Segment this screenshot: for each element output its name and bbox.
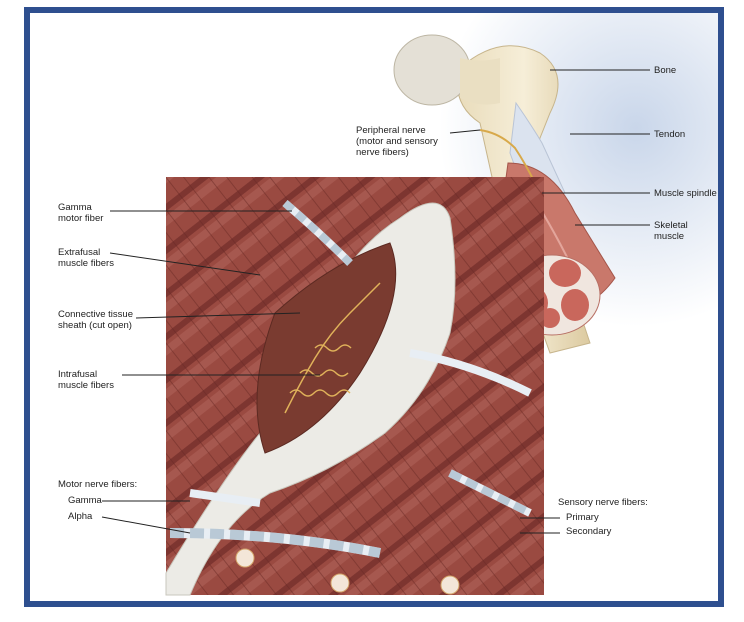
label-alpha: Alpha xyxy=(68,511,92,522)
label-motor-nerve-fibers: Motor nerve fibers: xyxy=(58,479,137,490)
label-extrafusal: Extrafusal muscle fibers xyxy=(58,247,114,269)
label-gamma: Gamma xyxy=(68,495,102,506)
label-bone: Bone xyxy=(654,65,676,76)
label-intrafusal: Intrafusal muscle fibers xyxy=(58,369,114,391)
label-connective-tissue: Connective tissue sheath (cut open) xyxy=(58,309,133,331)
label-secondary: Secondary xyxy=(566,526,611,537)
label-muscle-spindle: Muscle spindle xyxy=(654,188,717,199)
label-skeletal-muscle: Skeletal muscle xyxy=(654,220,718,242)
magnified-panel xyxy=(166,177,544,595)
label-primary: Primary xyxy=(566,512,599,523)
label-sensory-nerve-fibers: Sensory nerve fibers: xyxy=(558,497,648,508)
label-peripheral-nerve: Peripheral nerve (motor and sensory nerv… xyxy=(356,125,438,158)
label-gamma-motor-fiber: Gamma motor fiber xyxy=(58,202,103,224)
muscle-spindle-illustration xyxy=(30,13,718,601)
label-tendon: Tendon xyxy=(654,129,685,140)
figure-frame: Bone Peripheral nerve (motor and sensory… xyxy=(24,7,724,607)
